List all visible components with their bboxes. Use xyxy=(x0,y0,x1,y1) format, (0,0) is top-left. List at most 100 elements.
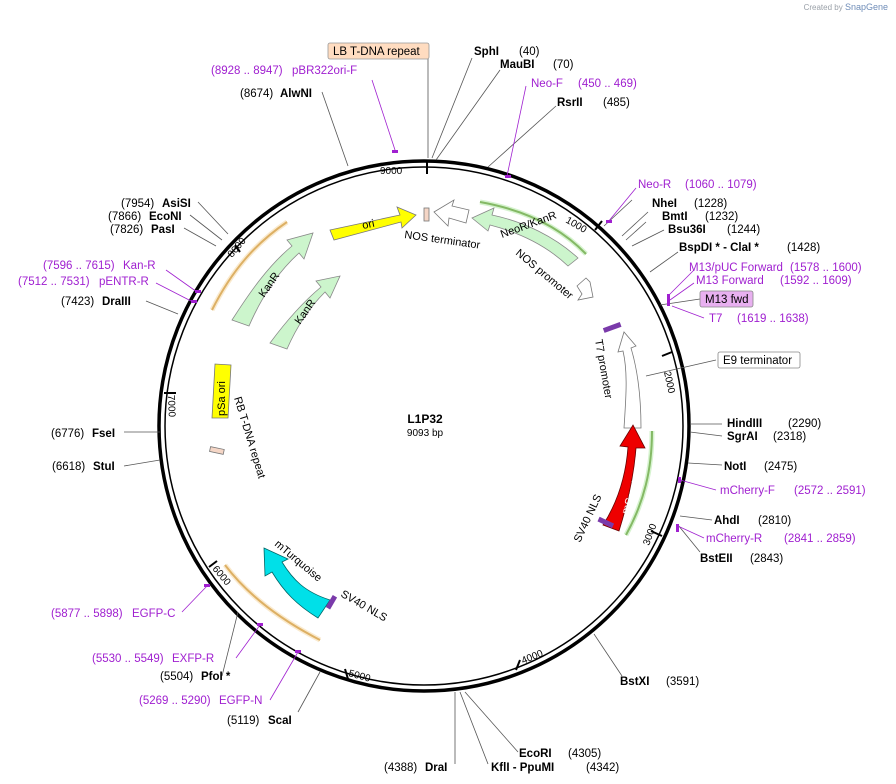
primer-marks xyxy=(191,150,681,653)
primer-EXFP-R[interactable]: EXFP-R xyxy=(172,653,214,665)
enzyme-PasI-pos: (7826) xyxy=(110,224,143,236)
features: ori NOS terminator NeoR/KanR NOS promote… xyxy=(209,199,655,643)
enzyme-FseI[interactable]: FseI xyxy=(92,428,115,440)
primer-labels: (8928 .. 8947) pBR322ori-F Neo-F (450 ..… xyxy=(18,65,866,707)
enzyme-DraI-pos: (4388) xyxy=(384,762,417,774)
backbone xyxy=(157,159,691,693)
primer-pBR322ori-F[interactable]: pBR322ori-F xyxy=(292,65,357,77)
enzyme-MauBI-pos: (70) xyxy=(553,59,574,71)
backbone-outer xyxy=(157,159,691,693)
neo-kan-arrow[interactable] xyxy=(471,207,579,267)
primer-mCherry-F[interactable]: mCherry-F xyxy=(720,485,775,497)
enzyme-EcoRI[interactable]: EcoRI xyxy=(519,748,552,760)
enzyme-BstEII[interactable]: BstEII xyxy=(700,553,733,565)
primer-Kan-R-range: (7596 .. 7615) xyxy=(43,260,115,272)
sv40-nls-2-label: SV40 NLS xyxy=(339,588,389,624)
enzyme-AsiSI[interactable]: AsiSI xyxy=(162,198,191,210)
enzyme-AhdI[interactable]: AhdI xyxy=(714,515,740,527)
enzyme-SgrAI[interactable]: SgrAI xyxy=(727,431,758,443)
enzyme-ScaI-pos: (5119) xyxy=(227,715,260,727)
tick-2000: 2000 xyxy=(661,370,676,394)
enzyme-HindIII-pos: (2290) xyxy=(788,418,821,430)
enzyme-FseI-pos: (6776) xyxy=(51,428,84,440)
enzyme-BmtI-pos: (1232) xyxy=(705,211,738,223)
nos-terminator-label: NOS terminator xyxy=(404,229,482,252)
mturquoise-arrow[interactable] xyxy=(263,547,331,619)
enzyme-AlwNI-pos: (8674) xyxy=(240,88,273,100)
lb-repeat-label: LB T-DNA repeat xyxy=(333,46,421,58)
lb-repeat-box[interactable] xyxy=(327,42,430,60)
tick-7000: 7000 xyxy=(165,395,177,418)
ori-arrow[interactable] xyxy=(329,206,417,241)
kanr-1-arrow[interactable] xyxy=(231,232,314,327)
enzyme-AsiSI-pos: (7954) xyxy=(121,198,154,210)
enzyme-NotI-pos: (2475) xyxy=(764,461,797,473)
kanr-2-arrow[interactable] xyxy=(269,275,341,350)
enzyme-NheI[interactable]: NheI xyxy=(652,198,677,210)
primer-T7[interactable]: T7 xyxy=(709,313,722,325)
primer-pENTR-R-range: (7512 .. 7531) xyxy=(18,276,90,288)
enzyme-BspDI-ClaI-pos: (1428) xyxy=(787,242,820,254)
enzyme-BstXI[interactable]: BstXI xyxy=(620,676,649,688)
t7-promoter-label: T7 promoter xyxy=(592,338,614,399)
enzyme-SphI[interactable]: SphI xyxy=(474,46,499,58)
enzyme-HindIII[interactable]: HindIII xyxy=(727,418,762,430)
primer-mCherry-R-range: (2841 .. 2859) xyxy=(784,533,856,545)
enzyme-Bsu36I[interactable]: Bsu36I xyxy=(668,224,706,236)
psa-ori-box[interactable] xyxy=(211,363,232,419)
enzyme-DraI[interactable]: DraI xyxy=(425,762,447,774)
primer-Neo-R[interactable]: Neo-R xyxy=(638,179,671,191)
primer-pBR322ori-F-range: (8928 .. 8947) xyxy=(211,65,283,77)
sv40-nls-1-box[interactable] xyxy=(597,516,615,529)
enzyme-BstXI-pos: (3591) xyxy=(666,676,699,688)
mscarlet-arrow[interactable] xyxy=(602,424,646,532)
snapgene-brand: Created by SnapGene xyxy=(803,2,888,12)
enzyme-BspDI-ClaI[interactable]: BspDI * - ClaI * xyxy=(679,242,759,254)
e9-terminator-box[interactable] xyxy=(717,351,801,369)
primer-EGFP-N[interactable]: EGFP-N xyxy=(219,695,262,707)
m13-fwd-box[interactable] xyxy=(699,290,754,308)
enzyme-AlwNI[interactable]: AlwNI xyxy=(280,88,312,100)
psa-ori-label: pSa ori xyxy=(216,381,228,416)
enzyme-KflI-PpuMI[interactable]: KflI - PpuMI xyxy=(491,762,554,774)
sv40-nls-2-box[interactable] xyxy=(325,594,338,610)
enzyme-BstEII-pos: (2843) xyxy=(750,553,783,565)
enzyme-NotI[interactable]: NotI xyxy=(724,461,746,473)
t7-promoter-arrow[interactable] xyxy=(617,331,642,429)
primer-pENTR-R[interactable]: pENTR-R xyxy=(99,276,149,288)
t7-box[interactable] xyxy=(602,322,622,333)
enzyme-StuI[interactable]: StuI xyxy=(93,461,115,473)
primer-Neo-F[interactable]: Neo-F xyxy=(531,78,563,90)
enzyme-RsrII-pos: (485) xyxy=(603,97,630,109)
enzyme-NheI-pos: (1228) xyxy=(694,198,727,210)
enzyme-EcoRI-pos: (4305) xyxy=(568,748,601,760)
primer-M13-pUC-Forward-range: (1578 .. 1600) xyxy=(790,262,862,274)
enzyme-RsrII[interactable]: RsrII xyxy=(557,97,583,109)
nos-terminator-small[interactable] xyxy=(423,207,430,222)
enzyme-DraIII[interactable]: DraIII xyxy=(102,296,131,308)
primer-Neo-F-range: (450 .. 469) xyxy=(578,78,637,90)
enzyme-MauBI[interactable]: MauBI xyxy=(500,59,535,71)
tick-1000: 1000 xyxy=(564,215,589,236)
primer-M13-Forward-range: (1592 .. 1609) xyxy=(780,275,852,287)
primer-Kan-R[interactable]: Kan-R xyxy=(123,260,156,272)
ori-label: ori xyxy=(361,218,375,232)
primer-mCherry-R[interactable]: mCherry-R xyxy=(706,533,762,545)
rb-repeat-box[interactable] xyxy=(209,446,225,455)
primer-EGFP-C[interactable]: EGFP-C xyxy=(132,608,175,620)
primer-M13-Forward[interactable]: M13 Forward xyxy=(696,275,764,287)
plasmid-length: 9093 bp xyxy=(407,428,444,439)
primer-M13-pUC-Forward[interactable]: M13/pUC Forward xyxy=(689,262,783,274)
enzyme-PfoI[interactable]: PfoI * xyxy=(201,671,231,683)
enzyme-Bsu36I-pos: (1244) xyxy=(727,224,760,236)
e9-terminator-label: E9 terminator xyxy=(723,355,792,367)
nos-terminator-arrow[interactable] xyxy=(433,199,470,227)
enzyme-EcoNI[interactable]: EcoNI xyxy=(149,211,182,223)
primer-lines xyxy=(155,79,717,701)
enzyme-BmtI[interactable]: BmtI xyxy=(662,211,688,223)
ruler-ticks xyxy=(164,161,673,680)
enzyme-PasI[interactable]: PasI xyxy=(151,224,175,236)
enzyme-PfoI-pos: (5504) xyxy=(160,671,193,683)
enzyme-ScaI[interactable]: ScaI xyxy=(268,715,292,727)
nos-promoter-arrow[interactable] xyxy=(576,277,594,301)
